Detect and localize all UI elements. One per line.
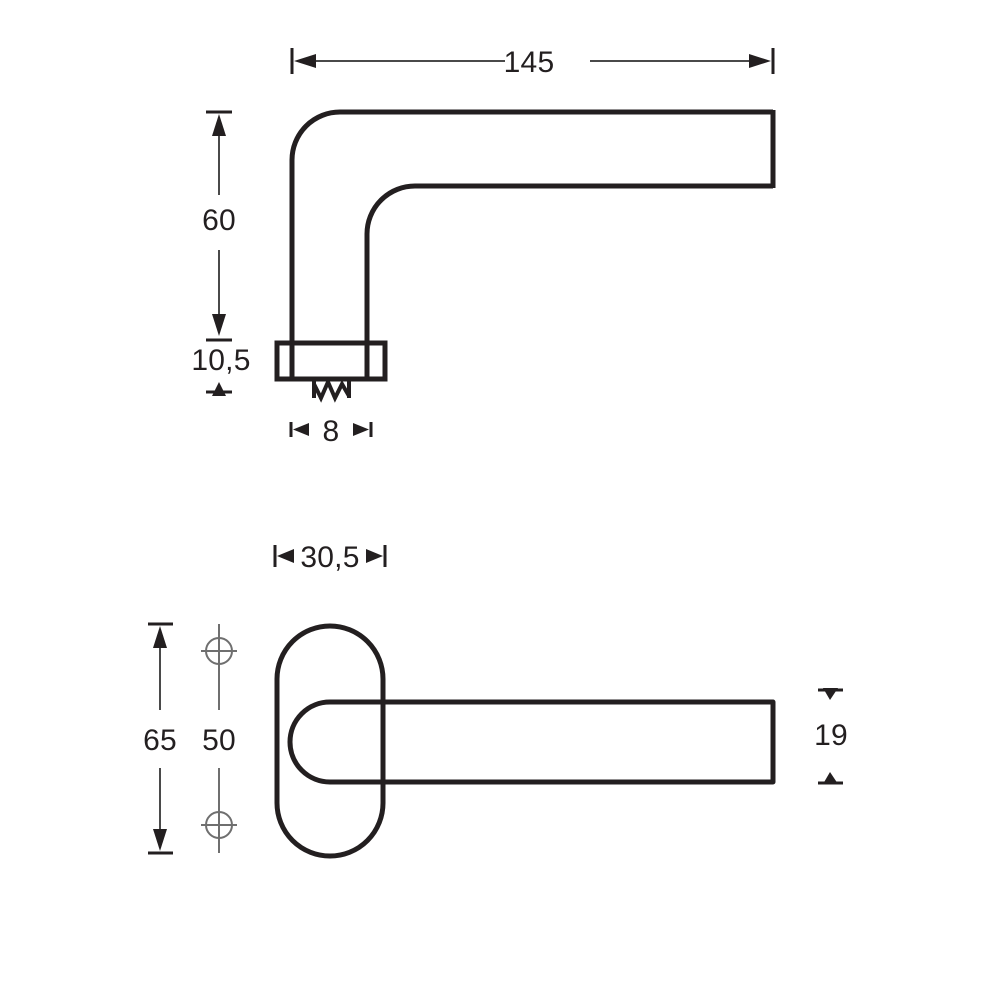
dimension-19: 19 (814, 688, 848, 785)
dimension-50: 50 (201, 624, 237, 853)
dimension-305-arrow-right-icon (366, 549, 383, 563)
screw-hole-bottom (201, 811, 237, 839)
dimension-8-arrow-left-icon (293, 423, 309, 436)
front-plan-view: 30,5 65 50 (143, 541, 848, 859)
dimension-305: 30,5 (273, 541, 387, 574)
dimension-145-label: 145 (504, 46, 555, 79)
dimension-60-arrow-up-icon (212, 114, 226, 136)
screw-hole-top (201, 637, 237, 665)
side-elevation-view: 145 60 10,5 (191, 46, 776, 448)
dimension-60: 60 (202, 110, 236, 342)
dimension-50-label: 50 (202, 724, 236, 757)
dimension-8: 8 (289, 415, 373, 448)
dimension-19-label: 19 (814, 719, 848, 752)
dimension-65: 65 (143, 622, 177, 855)
dimension-60-label: 60 (202, 204, 236, 237)
dimension-145: 145 (290, 46, 775, 79)
dimension-8-label: 8 (323, 415, 340, 448)
dimension-105-label: 10,5 (191, 344, 250, 377)
handle-inner-profile (364, 183, 773, 378)
dimension-65-arrow-down-icon (153, 829, 167, 851)
dimension-145-arrow-right-icon (749, 54, 771, 68)
dimension-60-arrow-down-icon (212, 314, 226, 336)
dimension-305-arrow-left-icon (277, 549, 294, 563)
rosette-oval-plate (274, 623, 386, 859)
dimension-19-arrow-down-icon (823, 772, 838, 784)
zigzag-break-icon (312, 377, 351, 403)
rosette-section-block (274, 340, 388, 382)
dimension-105-arrow-icon (212, 382, 226, 396)
dimension-19-arrow-up-icon (823, 688, 838, 700)
dimension-305-label: 30,5 (300, 541, 359, 574)
dimension-105: 10,5 (191, 344, 250, 396)
handle-bar-profile (287, 699, 776, 785)
handle-outer-profile (289, 109, 773, 378)
dimension-65-arrow-up-icon (153, 626, 167, 648)
dimension-65-label: 65 (143, 724, 177, 757)
spindle-break (312, 377, 351, 403)
dimension-145-arrow-left-icon (294, 54, 316, 68)
dimension-8-arrow-right-icon (353, 423, 369, 436)
